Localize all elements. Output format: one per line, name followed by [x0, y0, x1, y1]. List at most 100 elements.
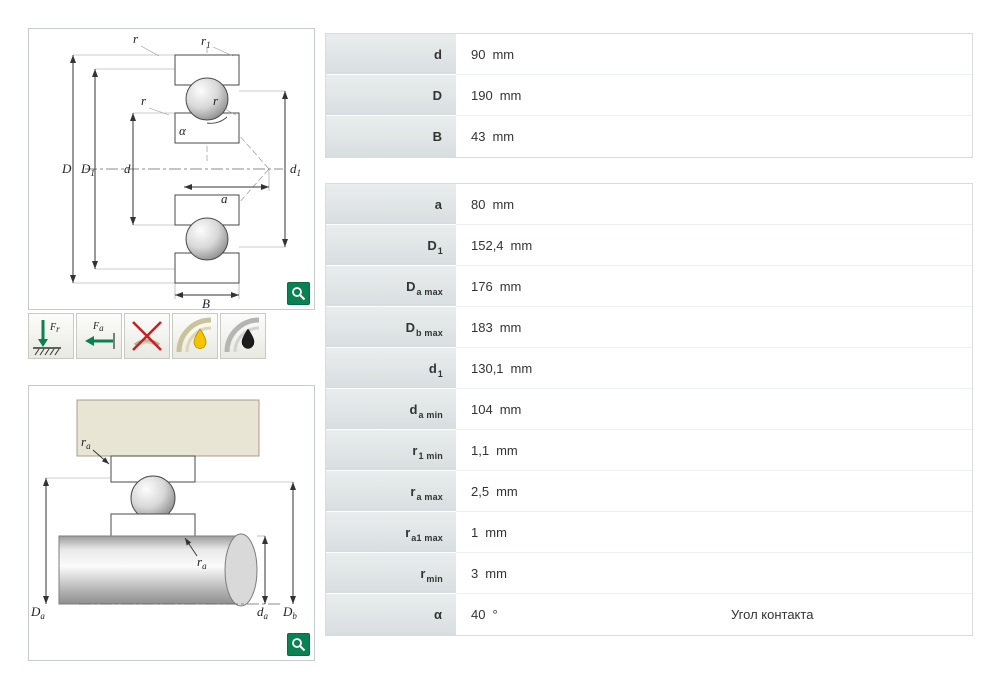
shaft-end [224, 533, 258, 607]
spec-label-main: D [427, 238, 437, 253]
radial-load-icon: Fr [28, 313, 74, 359]
zoom-button-section[interactable] [287, 282, 310, 305]
spec-label: ra max [326, 471, 456, 512]
spec-value-cell: 130,1 mm [456, 348, 972, 389]
spec-label-main: B [432, 129, 442, 144]
spec-label-sub: min [426, 574, 443, 584]
spec-label-main: d [428, 361, 437, 376]
table-row: d1 130,1 mm [326, 348, 972, 389]
spec-label-main: r [405, 525, 411, 540]
table-row: D1 152,4 mm [326, 225, 972, 266]
dim-label-Db: Db [282, 604, 297, 621]
spec-label: a [326, 184, 456, 225]
spec-label-sub: a min [418, 410, 443, 420]
oil-lubrication-icon [220, 313, 266, 359]
spec-label: D1 [326, 225, 456, 266]
spec-unit: mm [499, 88, 522, 103]
dim-label-r1: r1 [201, 33, 211, 50]
magnifier-icon [292, 287, 306, 301]
dim-label-D: D [61, 161, 72, 176]
spec-unit: mm [510, 361, 533, 376]
spec-label: d1 [326, 348, 456, 389]
spec-unit: mm [499, 320, 522, 335]
spec-value: 130,1 [471, 361, 504, 376]
zoom-button-mounting[interactable] [287, 633, 310, 656]
spec-unit: mm [492, 129, 515, 144]
spec-label-sub: a max [416, 492, 443, 502]
spec-value-cell: 43 mm [456, 116, 972, 157]
spec-value-cell: 80 mm [456, 184, 972, 225]
housing [76, 399, 260, 457]
spec-label: B [326, 116, 456, 157]
no-misalignment-icon [124, 313, 170, 359]
inner-ring [110, 513, 196, 537]
spec-value-cell: 190 mm [456, 75, 972, 116]
spec-unit: mm [496, 443, 518, 458]
dim-label-ra: ra [197, 554, 207, 571]
spec-label: Da max [326, 266, 456, 307]
table-row: Da max 176 mm [326, 266, 972, 307]
spec-label-sub: 1 [437, 246, 443, 256]
spec-label: da min [326, 389, 456, 430]
spec-value: 43 [471, 129, 486, 144]
dim-label-d1: d1 [290, 161, 301, 178]
spec-label-main: d [434, 47, 442, 62]
dim-label-D1: D1 [80, 161, 95, 178]
spec-value: 90 [471, 47, 486, 62]
spec-label: Db max [326, 307, 456, 348]
spec-value: 40 [471, 607, 486, 622]
spec-label-sub: b max [415, 328, 443, 338]
spec-label-sub: 1 min [418, 451, 443, 461]
spec-unit: mm [499, 279, 522, 294]
dim-label-r: r [141, 93, 147, 108]
table-row: d 90 mm [326, 34, 972, 75]
spec-label: α [326, 594, 456, 635]
spec-label-main: r [412, 443, 418, 458]
spec-label-sub: a1 max [411, 533, 443, 543]
ball-top [185, 77, 229, 121]
spec-label-main: a [434, 197, 442, 212]
spec-value: 104 [471, 402, 493, 417]
spec-label: rmin [326, 553, 456, 594]
spec-value: 152,4 [471, 238, 504, 253]
spec-label: D [326, 75, 456, 116]
spec-unit: mm [492, 47, 515, 62]
mounting-diagram: ra ra Da da Db [30, 399, 297, 621]
spec-unit: mm [496, 484, 518, 499]
spec-value: 1 [471, 525, 479, 540]
dim-label-alpha: α [179, 123, 187, 138]
spec-value: 190 [471, 88, 493, 103]
dim-label-a: a [221, 191, 228, 206]
grease-lubrication-icon [172, 313, 218, 359]
bearing-section-diagram: D D1 d d1 B a α r r1 r r [61, 31, 301, 311]
inner-ring-top [174, 112, 240, 144]
spec-label-main: D [406, 279, 416, 294]
ball-bottom [185, 217, 229, 261]
dim-label-r: r [213, 93, 219, 108]
spec-unit: mm [492, 197, 515, 212]
spec-value: 80 [471, 197, 486, 212]
table-row: B 43 mm [326, 116, 972, 157]
magnifier-icon [292, 638, 306, 652]
spec-value: 176 [471, 279, 493, 294]
spec-value-cell: 90 mm [456, 34, 972, 75]
dim-label-Da: Da [30, 604, 45, 621]
spec-value-cell: 152,4 mm [456, 225, 972, 266]
spec-note: Угол контакта [731, 607, 814, 622]
spec-label-main: α [434, 607, 442, 622]
spec-value-cell: 176 mm [456, 266, 972, 307]
spec-label-main: d [409, 402, 418, 417]
spec-unit: mm [510, 238, 533, 253]
spec-label: r1 min [326, 430, 456, 471]
table-row: α 40°Угол контакта [326, 594, 972, 635]
